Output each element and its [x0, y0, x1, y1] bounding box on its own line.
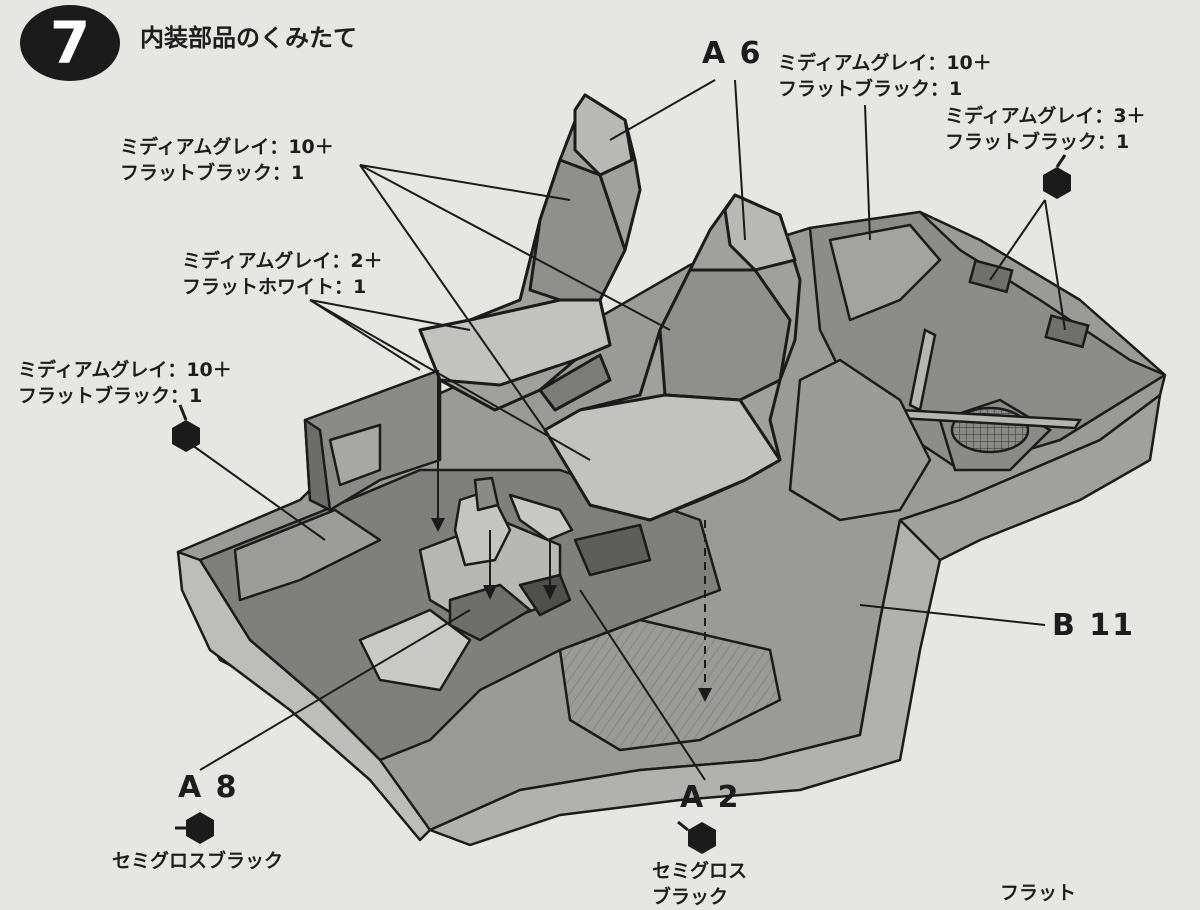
part-code-b11: B 11 [1052, 608, 1136, 643]
paint-note-seats: ミディアムグレイ：10＋ フラットブラック：1 [120, 134, 334, 186]
part-code-a6: A 6 [702, 36, 763, 71]
paint-note-a2: セミグロス ブラック [652, 858, 747, 910]
paint-note-line: ミディアムグレイ：10＋ [120, 136, 334, 158]
paint-note-line: ミディアムグレイ：10＋ [18, 359, 232, 381]
paint-note-line: ミディアムグレイ：10＋ [778, 52, 992, 74]
step-title: 内装部品のくみたて [140, 24, 357, 52]
paint-note-line: フラットブラック：1 [945, 131, 1130, 153]
paint-note-line: フラットブラック：1 [18, 385, 203, 407]
paint-note-a8: セミグロスブラック [112, 850, 284, 872]
hex-marker-speakers [1043, 167, 1071, 199]
part-code-a2: A 2 [680, 780, 741, 815]
paint-note-seat-frames: ミディアムグレイ：2＋ フラットホワイト：1 [182, 248, 383, 300]
paint-note-cut: フラット [1000, 882, 1077, 904]
hex-marker-a2 [688, 822, 716, 854]
paint-note-line: フラットブラック：1 [778, 78, 963, 100]
part-code-a8: A 8 [178, 770, 239, 805]
step-number-badge: 7 [20, 5, 120, 81]
right-seat [543, 193, 802, 522]
hex-marker-dashboard [172, 420, 200, 452]
paint-note-line: ブラック [652, 886, 729, 908]
rear-seat [788, 358, 932, 522]
paint-note-line: セミグロス [652, 860, 748, 882]
rear-speaker-grille [896, 259, 1090, 472]
paint-note-rear-wall: ミディアムグレイ：10＋ フラットブラック：1 [778, 50, 992, 102]
leader-lines [184, 79, 1066, 781]
dashboard-panel [233, 368, 442, 602]
paint-note-line: ミディアムグレイ：3＋ [945, 105, 1146, 127]
sprue-hex-markers [172, 154, 1071, 854]
paint-note-speakers: ミディアムグレイ：3＋ フラットブラック：1 [945, 103, 1146, 155]
hex-marker-a8 [186, 812, 214, 844]
paint-note-line: フラットブラック：1 [120, 162, 305, 184]
paint-note-dash-panel: ミディアムグレイ：10＋ フラットブラック：1 [18, 357, 232, 409]
paint-note-line: フラットホワイト：1 [182, 276, 367, 298]
paint-note-line: ミディアムグレイ：2＋ [182, 250, 383, 272]
assembly-arrowheads [431, 518, 712, 702]
